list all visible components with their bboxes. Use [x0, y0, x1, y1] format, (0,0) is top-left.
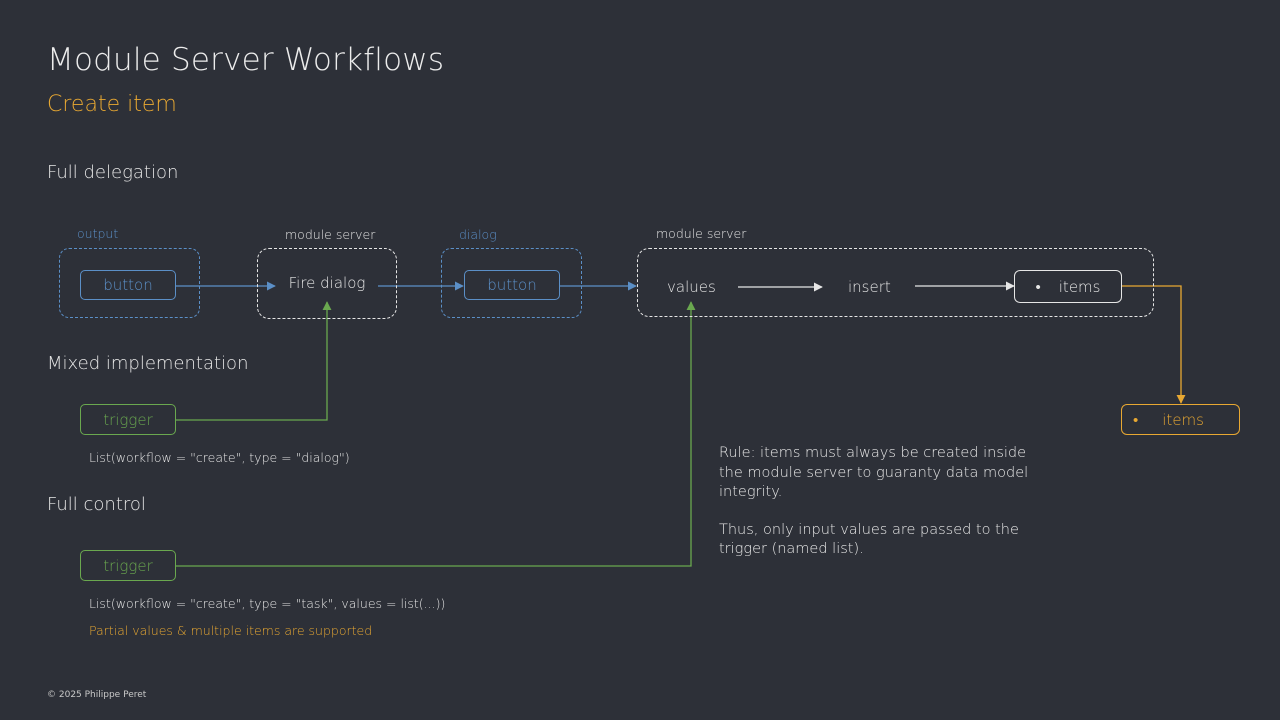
- output-items-node: • items: [1121, 404, 1240, 435]
- module-server-label-2: module server: [656, 226, 747, 241]
- module-server-group-1: Fire dialog: [257, 248, 397, 319]
- output-button[interactable]: button: [80, 270, 176, 300]
- output-group: [59, 248, 200, 318]
- items-label: items: [1058, 277, 1101, 296]
- arrow-control-trigger-to-values: [176, 301, 696, 567]
- output-group-label: output: [77, 226, 119, 241]
- control-note: Partial values & multiple items are supp…: [89, 623, 373, 638]
- items-node: • items: [1014, 270, 1122, 303]
- module-server-group-2: [637, 248, 1154, 317]
- rule-text: Rule: items must always be created insid…: [719, 444, 1039, 560]
- section-full-control: Full control: [47, 494, 146, 515]
- control-trigger-code: List(workflow = "create", type = "task",…: [89, 596, 446, 611]
- items-bullet-icon: •: [1035, 277, 1041, 296]
- section-mixed-implementation: Mixed implementation: [47, 353, 249, 374]
- control-trigger-button[interactable]: trigger: [80, 550, 176, 581]
- dialog-group: [441, 248, 582, 318]
- insert-node: insert: [848, 278, 891, 296]
- footer-copyright: © 2025 Philippe Peret: [47, 690, 147, 700]
- page-title: Module Server Workflows: [47, 42, 445, 78]
- mixed-trigger-code: List(workflow = "create", type = "dialog…: [89, 450, 350, 465]
- output-items-bullet-icon: •: [1133, 410, 1139, 429]
- fire-dialog-node: Fire dialog: [288, 274, 366, 292]
- mixed-trigger-button[interactable]: trigger: [80, 404, 176, 435]
- section-full-delegation: Full delegation: [47, 162, 179, 183]
- dialog-button[interactable]: button: [464, 270, 560, 300]
- rule-paragraph-2: Thus, only input values are passed to th…: [719, 521, 1019, 558]
- module-server-label-1: module server: [285, 227, 376, 242]
- rule-paragraph-1: Rule: items must always be created insid…: [719, 445, 1029, 500]
- dialog-group-label: dialog: [459, 227, 497, 242]
- output-items-label: items: [1162, 410, 1204, 429]
- values-node: values: [667, 278, 716, 296]
- page-subtitle: Create item: [47, 92, 177, 117]
